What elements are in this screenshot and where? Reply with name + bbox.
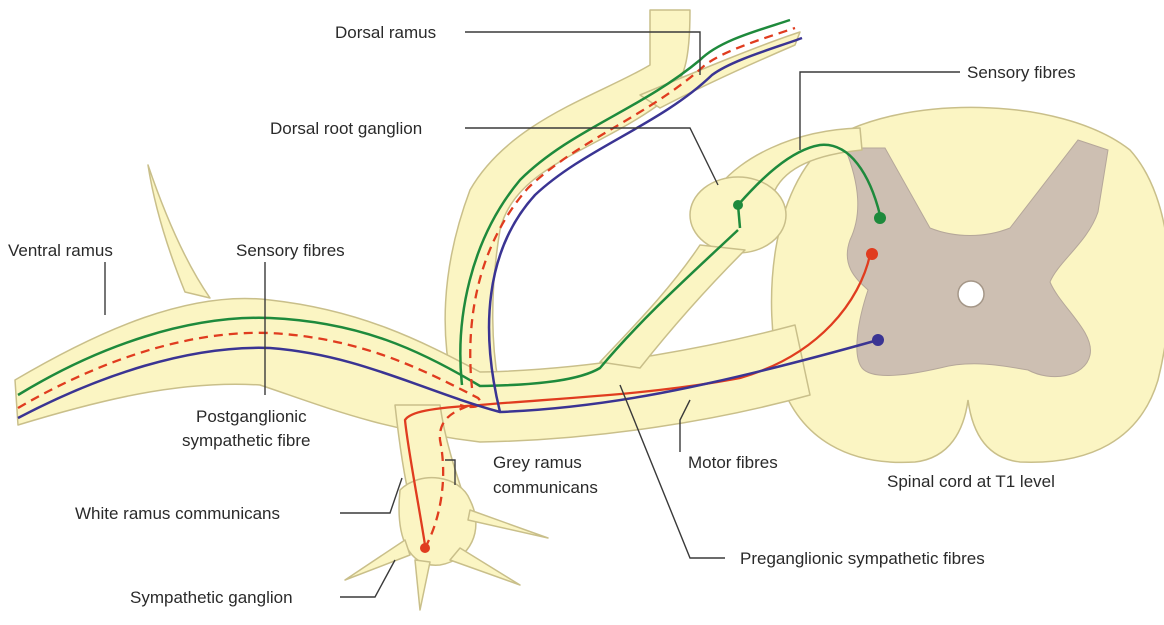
label-motor-fibres: Motor fibres: [688, 453, 778, 472]
label-sympathetic-ganglion: Sympathetic ganglion: [130, 588, 293, 607]
label-grey-ramus-line1: Grey ramus: [493, 453, 582, 472]
motor-ventral-horn-cell: [872, 334, 884, 346]
label-postganglionic-line1: Postganglionic: [196, 407, 307, 426]
ganglion-branch-4: [468, 510, 548, 538]
label-dorsal-root-ganglion: Dorsal root ganglion: [270, 119, 422, 138]
label-postganglionic-line2: sympathetic fibre: [182, 431, 311, 450]
label-spinal-cord: Spinal cord at T1 level: [887, 472, 1055, 491]
sympathetic-ganglion-cell: [420, 543, 430, 553]
sympathetic-lateral-horn-cell: [866, 248, 878, 260]
ganglion-branch-3: [450, 548, 520, 585]
ventral-ramus-branch: [148, 165, 210, 298]
label-preganglionic: Preganglionic sympathetic fibres: [740, 549, 985, 568]
label-grey-ramus-line2: communicans: [493, 478, 598, 497]
label-sensory-fibres-left: Sensory fibres: [236, 241, 345, 260]
sensory-dorsal-horn-end: [874, 212, 886, 224]
spinal-cord: [772, 107, 1164, 462]
label-sensory-fibres-top: Sensory fibres: [967, 63, 1076, 82]
ganglion-branch-1: [345, 540, 410, 580]
label-white-ramus: White ramus communicans: [75, 504, 280, 523]
sensory-neuron-cell-body: [733, 200, 743, 210]
label-dorsal-ramus: Dorsal ramus: [335, 23, 436, 42]
label-ventral-ramus: Ventral ramus: [8, 241, 113, 260]
central-canal: [958, 281, 984, 307]
ganglion-branch-2: [415, 560, 430, 610]
